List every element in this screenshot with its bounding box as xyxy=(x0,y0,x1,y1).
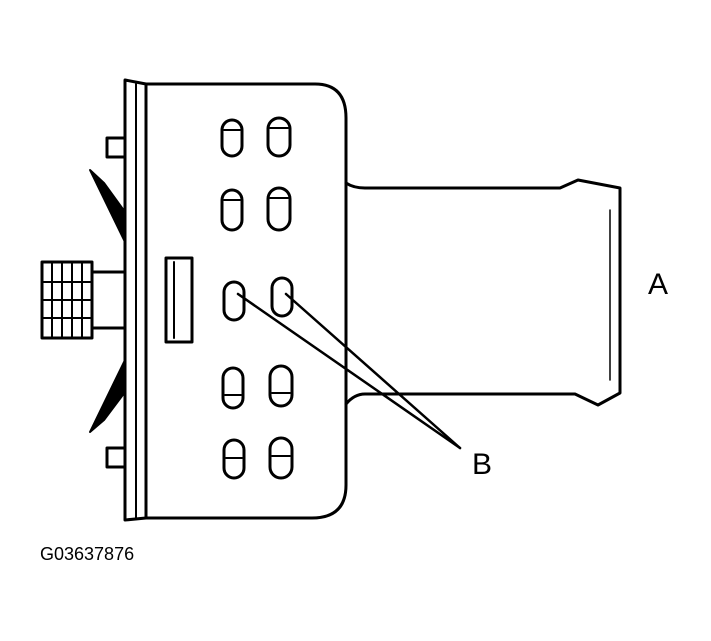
terminal-cavity xyxy=(270,276,294,318)
figure-id: G03637876 xyxy=(40,544,135,564)
callout-a-label: A xyxy=(648,268,669,301)
terminal-cavity xyxy=(268,364,294,408)
terminal-cavity xyxy=(221,366,245,410)
terminal-cavity xyxy=(266,186,292,232)
leader-line-b xyxy=(236,292,462,450)
terminal-cavity xyxy=(268,436,294,480)
upper-bracket xyxy=(89,169,126,243)
lower-tab xyxy=(105,446,127,469)
connector-body xyxy=(144,82,348,520)
terminal-cavity xyxy=(220,188,244,232)
bolt-shank xyxy=(90,270,127,330)
lower-bracket xyxy=(89,359,126,433)
terminal-cavity xyxy=(220,118,244,158)
leader-line-b xyxy=(284,292,462,450)
terminal-cavity xyxy=(222,280,246,322)
connector-boot xyxy=(344,178,622,407)
upper-tab xyxy=(105,136,127,159)
key-slot xyxy=(164,256,194,344)
terminal-cavity xyxy=(222,438,246,480)
terminal-cavity xyxy=(266,116,292,158)
callout-b-label: B xyxy=(472,448,493,481)
